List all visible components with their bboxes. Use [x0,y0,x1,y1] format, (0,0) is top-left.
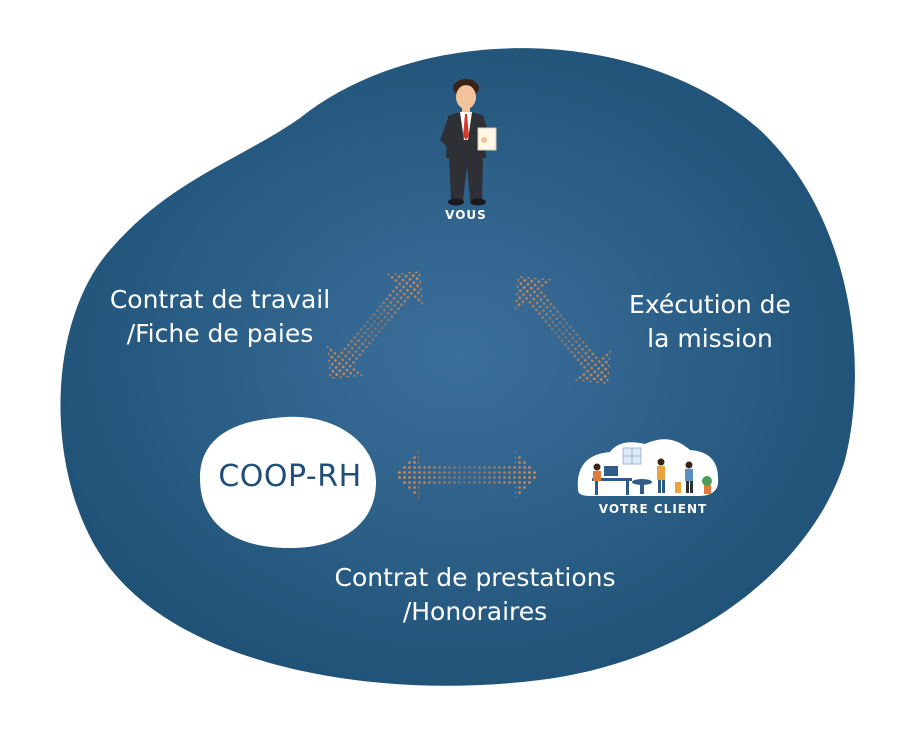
arrow-right [515,276,611,384]
edge-label-bottom: Contrat de prestations /Honoraires [320,561,630,629]
node-label-coop: COOP-RH [218,459,362,494]
edge-label-left: Contrat de travail /Fiche de paies [90,283,350,351]
edge-label-right: Exécution de la mission [600,288,820,356]
coop-circle [200,416,377,548]
businessman-icon [440,79,497,206]
node-label-vous: VOUS [445,208,487,222]
arrow-left [327,271,423,379]
arrow-bottom [395,451,539,499]
edge-bottom-line2: /Honoraires [402,597,548,626]
edge-left-line2: /Fiche de paies [126,319,314,348]
edge-right-line2: la mission [647,324,773,353]
edge-bottom-line1: Contrat de prestations [334,563,616,592]
node-label-client: VOTRE CLIENT [598,502,708,516]
edge-right-line1: Exécution de [629,290,791,319]
edge-left-line1: Contrat de travail [109,285,331,314]
office-illustration [577,439,719,496]
